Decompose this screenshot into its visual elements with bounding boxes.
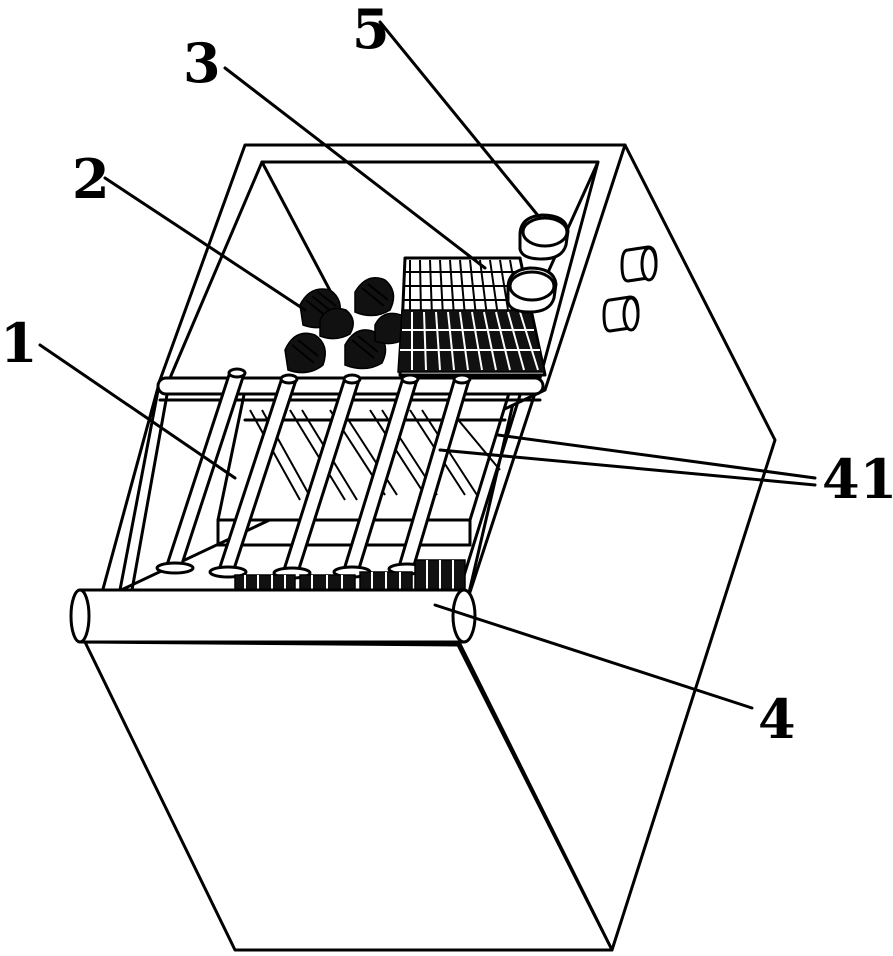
knob-upper — [620, 245, 658, 283]
roller-body — [78, 588, 466, 644]
leader-41-a — [496, 433, 817, 480]
leader-3 — [223, 66, 487, 270]
callout-3: 3 — [183, 31, 221, 95]
brush-head — [354, 277, 395, 317]
callout-2: 2 — [72, 147, 110, 211]
knob-lower — [602, 295, 640, 333]
spray-tube — [216, 373, 299, 577]
brush-head — [319, 307, 354, 340]
callout-5: 5 — [352, 0, 390, 61]
cup-upper — [518, 213, 570, 261]
brush-heads — [284, 277, 409, 374]
leader-5 — [378, 20, 542, 220]
rack-dense-lower — [397, 309, 546, 373]
callout-4: 4 — [758, 687, 796, 751]
leader-1 — [38, 343, 237, 480]
callout-labels: 1 2 3 4 5 41 — [0, 0, 893, 751]
cups — [506, 213, 570, 314]
leader-41-b — [438, 448, 817, 487]
cabinet-front-panel — [83, 640, 614, 952]
callout-41: 41 — [822, 447, 893, 511]
leader-4 — [433, 603, 754, 710]
front-roller — [69, 588, 477, 644]
leader-2 — [103, 176, 307, 312]
side-knobs — [602, 245, 658, 333]
leader-lines — [38, 20, 817, 710]
roller-right-end — [451, 588, 477, 644]
callout-1: 1 — [0, 311, 38, 375]
brush-head — [284, 332, 326, 374]
cup-lower — [506, 266, 558, 314]
roller-left-end — [69, 588, 91, 644]
